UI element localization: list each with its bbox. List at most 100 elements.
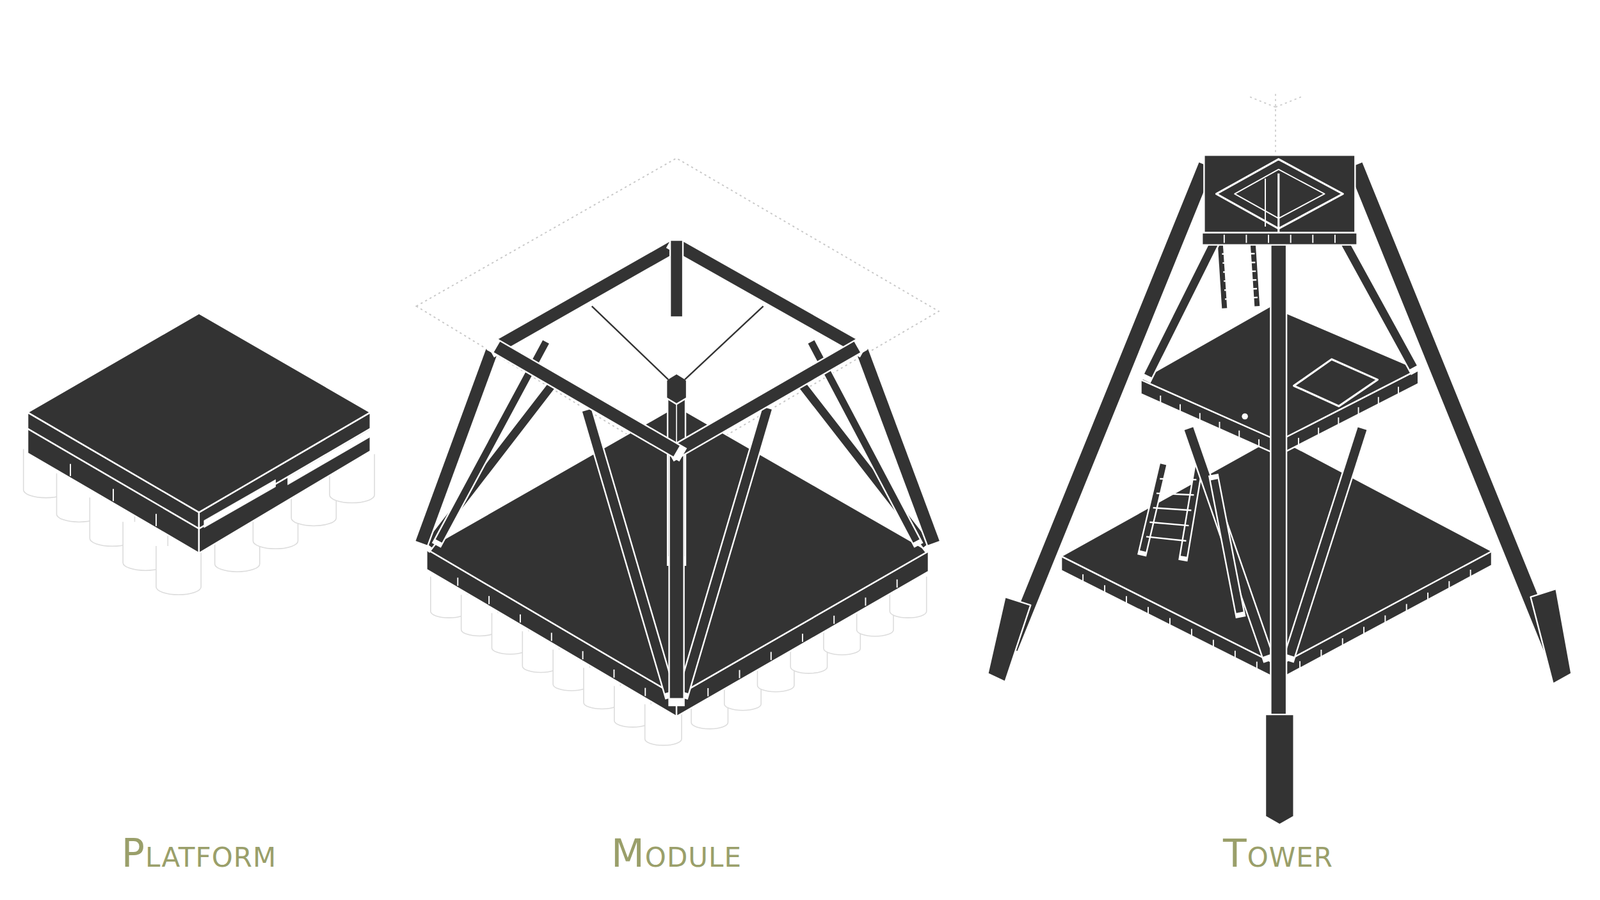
joist bbox=[551, 632, 553, 642]
joist bbox=[1159, 395, 1161, 403]
module-drawing bbox=[416, 158, 939, 745]
leg bbox=[1354, 165, 1551, 648]
joist bbox=[1406, 604, 1408, 612]
bolt bbox=[1241, 413, 1248, 420]
joist bbox=[1320, 649, 1322, 657]
antenna bbox=[1275, 96, 1302, 107]
joist bbox=[707, 688, 709, 697]
deck-top bbox=[27, 312, 371, 512]
stair-step bbox=[1153, 507, 1192, 511]
joist bbox=[1358, 407, 1360, 415]
brace bbox=[586, 410, 670, 692]
stair-step bbox=[1156, 493, 1194, 496]
joist bbox=[69, 464, 72, 477]
joist bbox=[1082, 574, 1084, 582]
joist bbox=[896, 579, 898, 588]
joist bbox=[739, 670, 741, 679]
joist bbox=[770, 651, 772, 660]
leg bbox=[1009, 165, 1206, 648]
cabin-post bbox=[1277, 173, 1280, 233]
joist bbox=[864, 597, 866, 607]
stair-step bbox=[1146, 536, 1186, 541]
brace bbox=[1214, 479, 1240, 612]
joist-gap bbox=[288, 429, 371, 485]
joist bbox=[1258, 439, 1260, 447]
brace bbox=[683, 408, 768, 692]
ladder-rung bbox=[1223, 279, 1257, 281]
joist bbox=[644, 688, 646, 697]
antenna bbox=[1249, 96, 1276, 107]
ladder-rung bbox=[1224, 297, 1258, 300]
roof-beam bbox=[496, 245, 677, 347]
ladder-rung bbox=[1221, 252, 1255, 255]
cable bbox=[684, 305, 764, 380]
joist bbox=[1290, 234, 1292, 244]
drawing-caption: Tower bbox=[1223, 830, 1334, 876]
joist bbox=[1104, 584, 1106, 592]
joist bbox=[1245, 234, 1247, 244]
deck-edge bbox=[27, 428, 200, 529]
joist bbox=[1448, 581, 1450, 589]
hatch bbox=[1294, 359, 1378, 406]
leg bbox=[1278, 236, 1280, 720]
joist bbox=[1363, 626, 1365, 634]
cable bbox=[684, 305, 764, 380]
float-cylinder bbox=[156, 545, 201, 595]
joist bbox=[1470, 569, 1472, 577]
joist bbox=[1191, 628, 1193, 636]
ladder-rung bbox=[1222, 261, 1256, 264]
joist bbox=[112, 488, 114, 502]
roof-post bbox=[675, 240, 678, 317]
joist bbox=[1427, 592, 1429, 600]
roof-beam bbox=[676, 346, 857, 452]
joist bbox=[1169, 617, 1171, 625]
stair-step bbox=[1149, 522, 1189, 526]
joist bbox=[1312, 234, 1314, 244]
joist bbox=[1299, 661, 1301, 669]
ladder-rung bbox=[1223, 271, 1256, 272]
stair-step bbox=[1159, 478, 1197, 480]
joist bbox=[1147, 606, 1149, 614]
roof-beam bbox=[496, 346, 677, 452]
roof-beam bbox=[676, 245, 857, 347]
joist bbox=[1342, 638, 1344, 646]
post bbox=[421, 350, 492, 543]
joist bbox=[1219, 421, 1221, 429]
deck-edge bbox=[199, 428, 371, 529]
joist bbox=[1234, 650, 1236, 658]
ladder-rung bbox=[1224, 288, 1257, 290]
cable bbox=[592, 305, 669, 380]
cabin-floor bbox=[1201, 232, 1357, 246]
joist bbox=[833, 615, 835, 624]
joist bbox=[1337, 417, 1339, 425]
joist bbox=[519, 614, 521, 623]
joist bbox=[456, 577, 459, 586]
cabin-post bbox=[1264, 178, 1266, 227]
antenna bbox=[1274, 94, 1277, 153]
joist-gap bbox=[204, 479, 276, 528]
joist bbox=[1223, 234, 1225, 244]
drawing-caption: Module bbox=[611, 830, 742, 876]
tower-drawing bbox=[987, 94, 1572, 825]
joist bbox=[488, 595, 490, 605]
cable bbox=[592, 305, 669, 380]
joist bbox=[1238, 430, 1240, 438]
joist bbox=[1179, 404, 1181, 412]
joist bbox=[155, 513, 157, 527]
drawing bbox=[23, 94, 1572, 825]
post bbox=[862, 350, 934, 543]
joist bbox=[1317, 427, 1320, 435]
drawing-caption: Platform bbox=[121, 830, 277, 876]
joist bbox=[1267, 234, 1270, 244]
joist bbox=[1377, 396, 1380, 404]
joist bbox=[1397, 386, 1400, 394]
post bbox=[675, 455, 678, 698]
foot bbox=[1530, 588, 1572, 684]
foot bbox=[987, 597, 1031, 682]
foot bbox=[1265, 714, 1295, 825]
brace bbox=[1289, 428, 1362, 656]
joist bbox=[1256, 661, 1258, 669]
joist bbox=[582, 650, 584, 660]
mast-cap bbox=[666, 373, 687, 405]
joist bbox=[1199, 412, 1201, 420]
